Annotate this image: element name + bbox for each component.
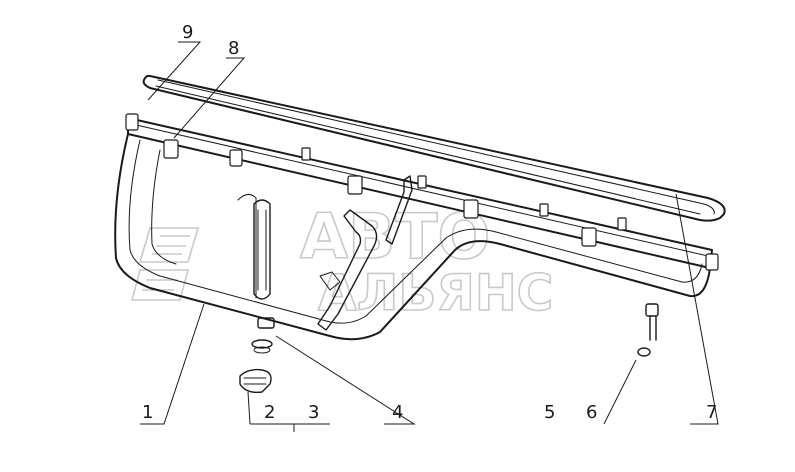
oil-pickup-pipe: [317, 175, 413, 331]
callout-3: 3: [308, 402, 319, 423]
bolt-6: [637, 303, 659, 357]
leader-lines: [140, 41, 719, 432]
drain-plug-assembly: [239, 317, 275, 394]
flange-bolt-bosses: [125, 113, 719, 271]
callout-5: 5: [544, 402, 555, 423]
callout-8: 8: [228, 38, 239, 59]
dipstick-guide: [237, 194, 271, 300]
callout-7: 7: [706, 402, 717, 423]
callout-4: 4: [392, 402, 403, 423]
callout-labels: 9 8 1 2 3 4 5 6 7: [142, 22, 717, 423]
watermark-line2: АЛЬЯНС: [318, 264, 553, 322]
callout-9: 9: [182, 22, 193, 43]
callout-2: 2: [264, 402, 275, 423]
gasket-cover: [142, 74, 726, 222]
callout-6: 6: [586, 402, 597, 423]
callout-1: 1: [142, 402, 153, 423]
watermark-emblem: [130, 227, 200, 301]
